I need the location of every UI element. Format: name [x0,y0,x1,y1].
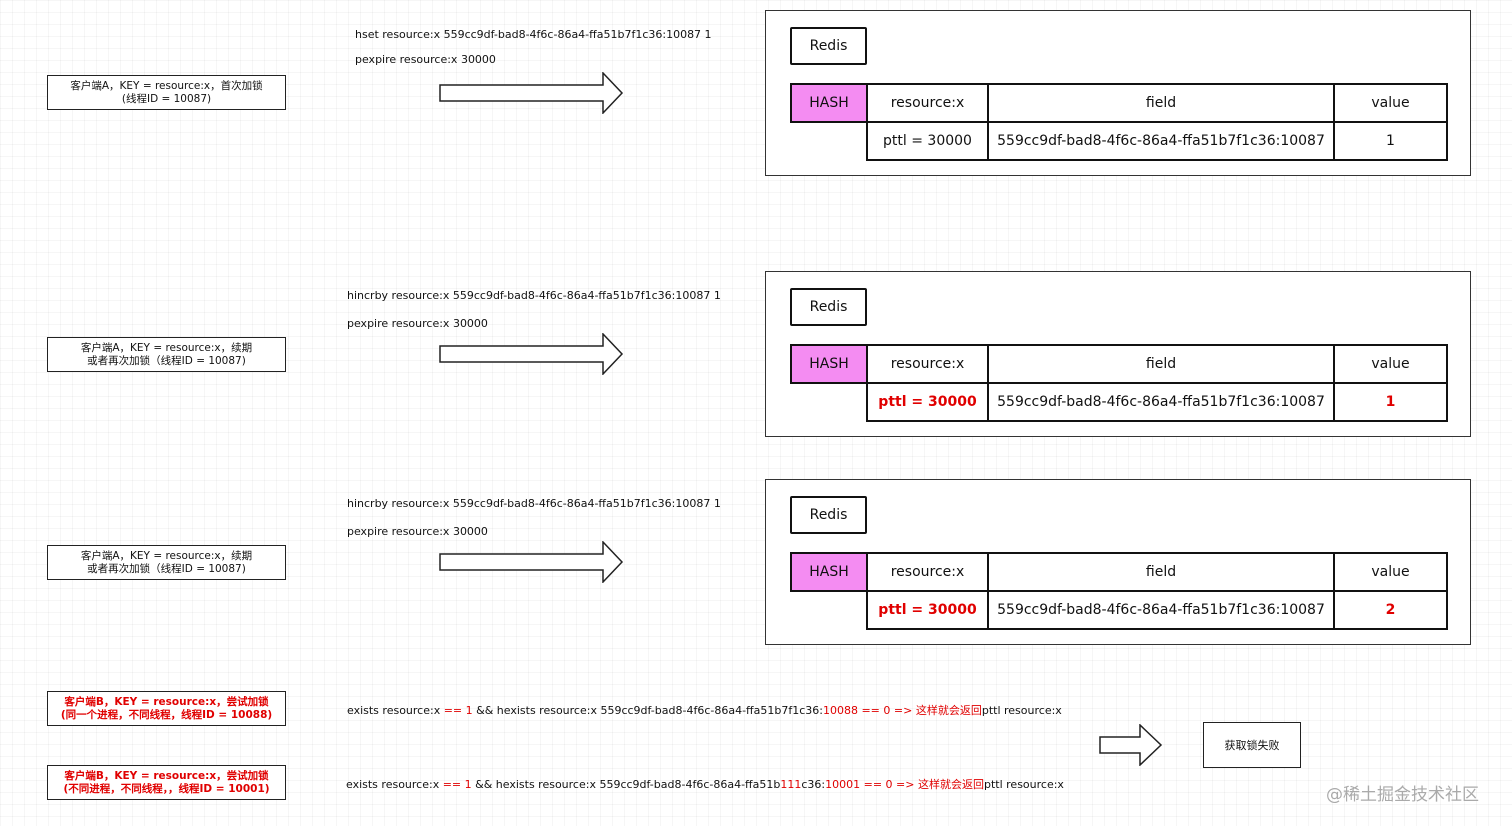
ttl-cell: pttl = 30000 [866,121,989,161]
client-line2: (同一个进程，不同线程，线程ID = 10088) [60,708,273,721]
client-box-5: 客户端B，KEY = resource:x，尝试加锁 (不同进程，不同线程，，线… [47,765,286,800]
arrow-right-icon [439,72,624,114]
check-part: && hexists resource:x 559cc9df-bad8-4f6c… [472,704,823,717]
command-1-line2: pexpire resource:x 30000 [355,53,496,66]
check-part: && hexists resource:x 559cc9df-bad8-4f6c… [471,778,781,791]
client-line1: 客户端B，KEY = resource:x，尝试加锁 [64,769,269,782]
check-part: pttl resource:x [983,778,1064,791]
field-value-cell: 559cc9df-bad8-4f6c-86a4-ffa51b7f1c36:100… [987,590,1335,630]
check-thread-id: 10088 [822,704,858,717]
arrow-right-icon [439,541,624,583]
check-part-red: == 0 [860,778,893,791]
check-part-red: => 这样就会返回 [892,778,984,791]
key-cell: resource:x [866,552,989,592]
check-part-red: == 1 [443,704,473,717]
client-line1: 客户端A，KEY = resource:x，续期 [80,341,253,354]
check-thread-id: 10001 [825,778,861,791]
field-header-cell: field [987,552,1335,592]
arrow-right-icon [439,333,624,375]
check-part-red: == 1 [442,778,472,791]
value-header-cell: value [1333,83,1448,123]
client-line1: 客户端B，KEY = resource:x，尝试加锁 [64,695,269,708]
key-cell: resource:x [866,344,989,384]
client-line2: 或者再次加锁（线程ID = 10087) [87,354,246,367]
command-1-line1: hset resource:x 559cc9df-bad8-4f6c-86a4-… [355,28,712,41]
client-line2: (线程ID = 10087) [121,92,212,105]
check-part: pttl resource:x [981,704,1062,717]
value-cell: 1 [1333,382,1448,422]
check-line-2: exists resource:x == 1 && hexists resour… [346,776,1064,792]
client-line1: 客户端A，KEY = resource:x，续期 [80,549,253,562]
client-box-3: 客户端A，KEY = resource:x，续期 或者再次加锁（线程ID = 1… [47,545,286,580]
client-box-2: 客户端A，KEY = resource:x，续期 或者再次加锁（线程ID = 1… [47,337,286,372]
hash-type-cell: HASH [790,83,868,123]
redis-label: Redis [790,27,867,65]
redis-panel-3: Redis HASH resource:x field value pttl =… [765,479,1471,645]
client-box-4: 客户端B，KEY = resource:x，尝试加锁 (同一个进程，不同线程，线… [47,691,286,726]
value-cell: 2 [1333,590,1448,630]
hash-type-cell: HASH [790,344,868,384]
check-part: c36: [801,778,826,791]
field-header-cell: field [987,83,1335,123]
ttl-cell: pttl = 30000 [866,590,989,630]
field-value-cell: 559cc9df-bad8-4f6c-86a4-ffa51b7f1c36:100… [987,382,1335,422]
hash-type-cell: HASH [790,552,868,592]
client-line2: 或者再次加锁（线程ID = 10087) [87,562,246,575]
redis-panel-2: Redis HASH resource:x field value pttl =… [765,271,1471,437]
value-header-cell: value [1333,552,1448,592]
command-2-line2: pexpire resource:x 30000 [347,317,488,330]
check-part-red: == 0 [857,704,891,717]
value-header-cell: value [1333,344,1448,384]
check-part: exists resource:x [347,704,444,717]
redis-label: Redis [790,496,867,534]
key-cell: resource:x [866,83,989,123]
command-2-line1: hincrby resource:x 559cc9df-bad8-4f6c-86… [347,289,721,302]
redis-panel-1: Redis HASH resource:x field value pttl =… [765,10,1471,176]
watermark: @稀土掘金技术社区 [1326,785,1479,805]
ttl-cell: pttl = 30000 [866,382,989,422]
value-cell: 1 [1333,121,1448,161]
check-part-red: 111 [780,778,802,791]
field-value-cell: 559cc9df-bad8-4f6c-86a4-ffa51b7f1c36:100… [987,121,1335,161]
check-line-1: exists resource:x == 1 && hexists resour… [347,702,1062,718]
redis-label: Redis [790,288,867,326]
arrow-right-icon [1099,724,1163,766]
client-line1: 客户端A，KEY = resource:x，首次加锁 [70,79,263,92]
check-part-red: => 这样就会返回 [890,704,982,717]
result-box: 获取锁失败 [1203,722,1301,768]
client-line2: (不同进程，不同线程，，线程ID = 10001) [63,782,270,795]
command-3-line2: pexpire resource:x 30000 [347,525,488,538]
field-header-cell: field [987,344,1335,384]
check-part: exists resource:x [346,778,443,791]
client-box-1: 客户端A，KEY = resource:x，首次加锁 (线程ID = 10087… [47,75,286,110]
command-3-line1: hincrby resource:x 559cc9df-bad8-4f6c-86… [347,497,721,510]
